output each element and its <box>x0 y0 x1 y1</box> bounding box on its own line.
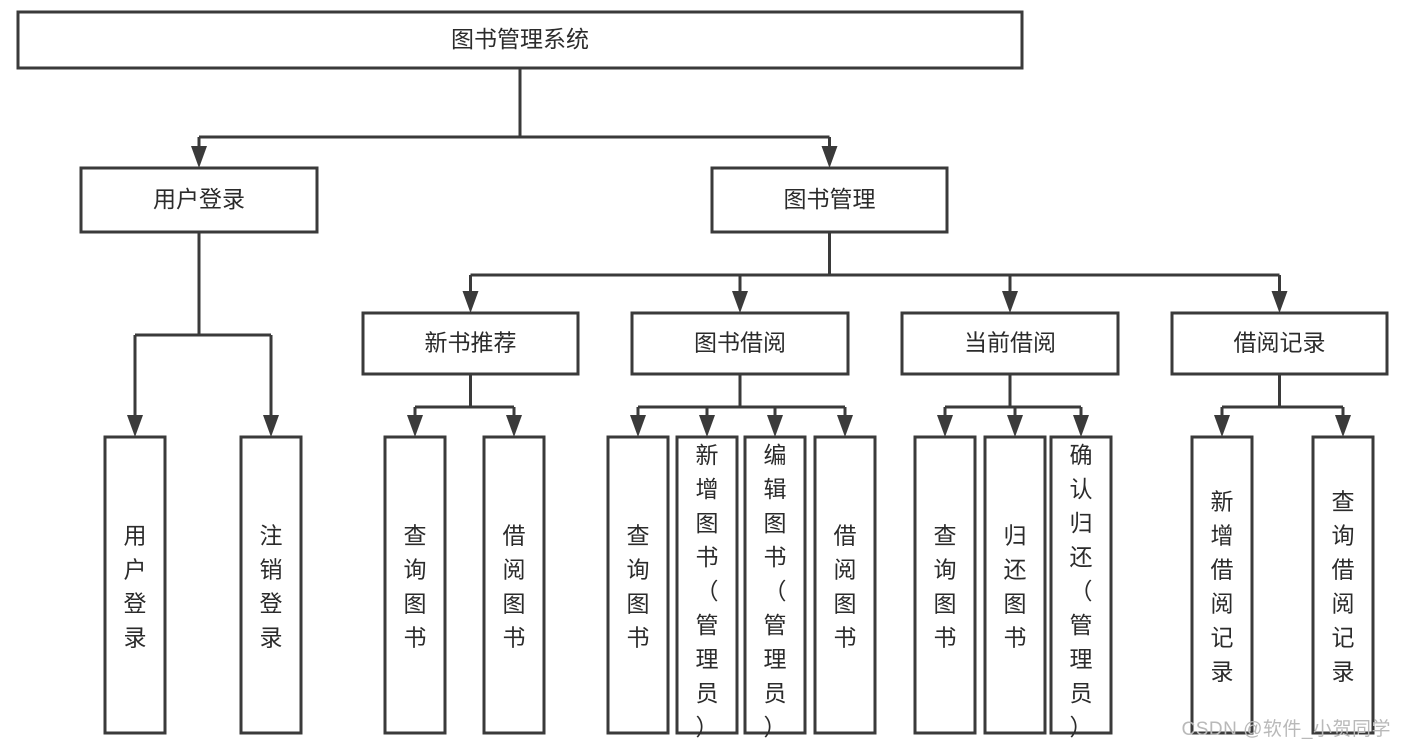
connector-group-l1-user-login <box>127 232 279 437</box>
arrow-head-icon <box>1007 415 1023 437</box>
node-box <box>383 435 447 735</box>
node-box <box>103 435 167 735</box>
connector-group-l2-borrow-record <box>1214 374 1351 437</box>
node-label: 图书管理 <box>784 186 876 212</box>
arrow-head-icon <box>127 415 143 437</box>
node-box <box>239 435 303 735</box>
node-box <box>606 435 670 735</box>
node-l3-confirm-return[interactable]: 确认归还（管理员） <box>1049 435 1113 740</box>
node-label: 新增图书（管理员） <box>696 442 719 740</box>
node-l3-user-logout[interactable]: 注销登录 <box>239 435 303 735</box>
node-l2-current-borrow[interactable]: 当前借阅 <box>900 311 1120 376</box>
node-box <box>482 435 546 735</box>
node-l2-borrow-record[interactable]: 借阅记录 <box>1170 311 1389 376</box>
node-l1-book-mgmt[interactable]: 图书管理 <box>710 166 949 234</box>
node-box <box>1190 435 1254 735</box>
node-label: 借阅记录 <box>1234 330 1326 356</box>
node-l3-add-record[interactable]: 新增借阅记录 <box>1190 435 1254 735</box>
arrow-head-icon <box>506 415 522 437</box>
node-label: 归还图书 <box>1004 523 1027 651</box>
node-label: 编辑图书（管理员） <box>764 442 787 740</box>
arrow-head-icon <box>630 415 646 437</box>
node-box <box>900 311 1120 376</box>
node-box <box>1311 435 1375 735</box>
node-l3-borrow-book-a[interactable]: 借阅图书 <box>482 435 546 735</box>
node-box <box>813 435 877 735</box>
node-box <box>16 10 1024 70</box>
node-l3-edit-book[interactable]: 编辑图书（管理员） <box>743 435 807 740</box>
node-label: 新增借阅记录 <box>1211 489 1234 685</box>
node-l3-return-book[interactable]: 归还图书 <box>983 435 1047 735</box>
arrow-head-icon <box>191 146 207 168</box>
node-label: 查询图书 <box>404 523 427 651</box>
node-l3-query-record[interactable]: 查询借阅记录 <box>1311 435 1375 735</box>
node-l3-query-book-b[interactable]: 查询图书 <box>606 435 670 735</box>
arrow-head-icon <box>767 415 783 437</box>
node-label: 当前借阅 <box>964 330 1056 356</box>
node-box <box>983 435 1047 735</box>
node-box <box>675 435 739 735</box>
node-layer: 图书管理系统用户登录图书管理新书推荐图书借阅当前借阅借阅记录用户登录注销登录查询… <box>16 10 1389 740</box>
node-l1-user-login[interactable]: 用户登录 <box>79 166 319 234</box>
node-label: 借阅图书 <box>834 523 857 651</box>
node-box <box>630 311 850 376</box>
node-box <box>710 166 949 234</box>
arrow-head-icon <box>732 291 748 313</box>
node-label: 用户登录 <box>153 186 245 212</box>
node-l3-query-book-a[interactable]: 查询图书 <box>383 435 447 735</box>
node-label: 图书借阅 <box>694 330 786 356</box>
node-label: 查询图书 <box>934 523 957 651</box>
node-box <box>743 435 807 735</box>
connector-group-root <box>191 68 838 168</box>
node-box <box>1170 311 1389 376</box>
node-l3-user-login[interactable]: 用户登录 <box>103 435 167 735</box>
node-l2-book-borrow[interactable]: 图书借阅 <box>630 311 850 376</box>
connector-group-l2-new-book-rec <box>407 374 522 437</box>
arrow-head-icon <box>263 415 279 437</box>
arrow-head-icon <box>937 415 953 437</box>
node-l3-borrow-book-b[interactable]: 借阅图书 <box>813 435 877 735</box>
connector-group-l2-book-borrow <box>630 374 853 437</box>
arrow-head-icon <box>407 415 423 437</box>
arrow-head-icon <box>1073 415 1089 437</box>
node-label: 查询借阅记录 <box>1332 489 1355 685</box>
node-box <box>361 311 580 376</box>
connector-group-l1-book-mgmt <box>462 232 1288 313</box>
node-label: 新书推荐 <box>425 330 517 356</box>
arrow-head-icon <box>462 291 479 313</box>
connector-layer <box>127 68 1351 437</box>
node-root[interactable]: 图书管理系统 <box>16 10 1024 70</box>
arrow-head-icon <box>1271 291 1288 313</box>
node-box <box>1049 435 1113 735</box>
node-l3-query-book-c[interactable]: 查询图书 <box>913 435 977 735</box>
node-label: 借阅图书 <box>503 523 526 651</box>
node-box <box>913 435 977 735</box>
arrow-head-icon <box>699 415 715 437</box>
connector-group-l2-current-borrow <box>937 374 1089 437</box>
node-label: 注销登录 <box>260 523 283 651</box>
node-l3-add-book[interactable]: 新增图书（管理员） <box>675 435 739 740</box>
node-label: 查询图书 <box>627 523 650 651</box>
node-label: 图书管理系统 <box>451 26 589 52</box>
arrow-head-icon <box>1214 415 1230 437</box>
node-label: 确认归还（管理员） <box>1070 442 1093 740</box>
node-box <box>79 166 319 234</box>
arrow-head-icon <box>837 415 853 437</box>
arrow-head-icon <box>1002 291 1018 313</box>
arrow-head-icon <box>1335 415 1351 437</box>
arrow-head-icon <box>821 146 838 168</box>
node-l2-new-book-rec[interactable]: 新书推荐 <box>361 311 580 376</box>
node-label: 用户登录 <box>124 523 147 651</box>
